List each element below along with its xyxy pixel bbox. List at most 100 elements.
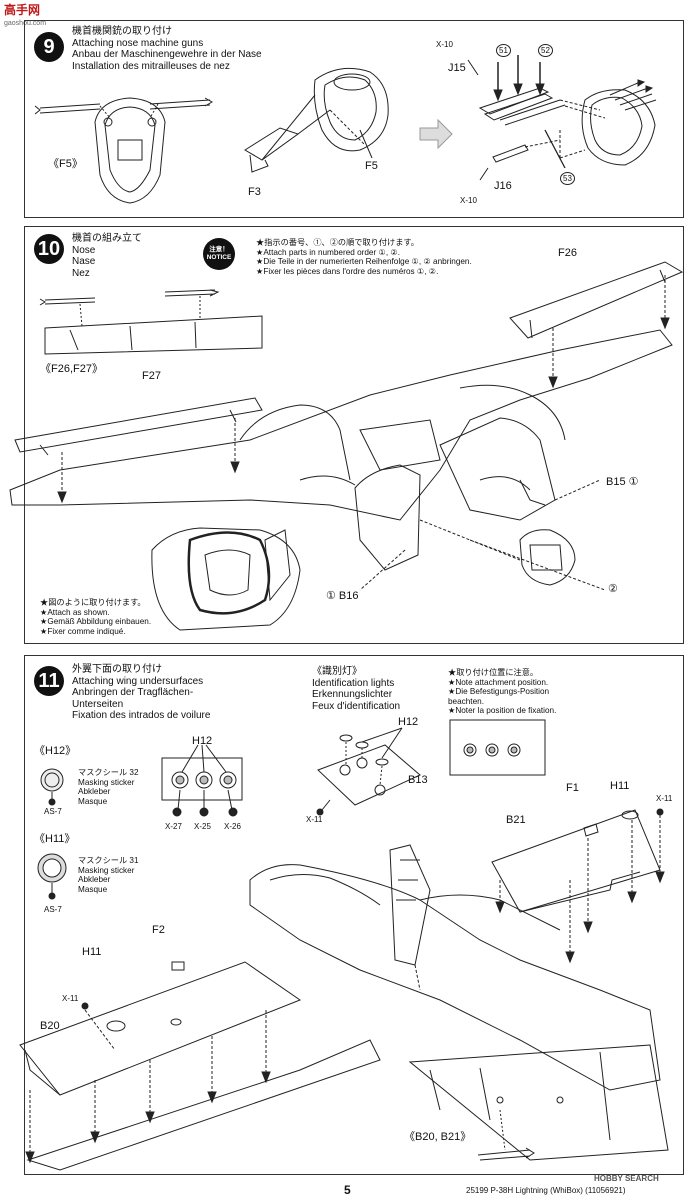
b20-wing-drawing xyxy=(19,961,381,1171)
step-10-panel xyxy=(24,226,684,644)
label-part-51: 51 xyxy=(496,44,511,57)
step-11-note-de: ★Die Befestigungs-Position xyxy=(448,687,550,697)
label-part-53: 53 xyxy=(560,172,575,185)
label-h11-b: H11 xyxy=(82,946,102,958)
step-9-title-en: Attaching nose machine guns xyxy=(72,37,204,49)
mask-31-jp: マスクシール 31 xyxy=(78,856,139,865)
label-f5: F5 xyxy=(365,160,378,172)
label-part-52: 52 xyxy=(538,44,553,57)
step-10-note-de: ★Die Teile in der numerierten Reihenfolg… xyxy=(256,257,472,267)
label-x25: X-25 xyxy=(194,822,211,831)
step-9-panel xyxy=(24,20,684,218)
step-10-note-jp: ★指示の番号、①、②の順で取り付けます。 xyxy=(256,238,419,247)
label-j15: J15 xyxy=(448,62,466,74)
f26-f27-detail-drawing xyxy=(39,289,263,355)
j15-gun-assembly-drawing xyxy=(467,55,657,181)
mask-32-fr: Masque xyxy=(78,796,108,806)
label-x10-top: X-10 xyxy=(436,40,453,49)
label-f1: F1 xyxy=(566,782,579,794)
hobby-search-logo: HOBBY SEARCH xyxy=(594,1174,659,1183)
attach-note-de: ★Gemäß Abbildung einbauen. xyxy=(40,617,152,627)
label-f27: F27 xyxy=(142,370,161,382)
mask-32-text: マスクシール 32 Masking sticker Abkleber Masqu… xyxy=(78,768,139,806)
notice-badge-jp: 注意！ xyxy=(209,246,229,253)
watermark-text: 高手网 xyxy=(4,3,41,17)
step-10-title: 機首の組み立て Nose Nase Nez xyxy=(72,233,142,279)
label-h11-a: H11 xyxy=(610,780,630,792)
step-9-title-fr: Installation des mitrailleuses de nez xyxy=(72,60,230,72)
mask-32-en: Masking sticker xyxy=(78,777,135,787)
attach-note-en: ★Attach as shown. xyxy=(40,607,110,617)
step-10-attach-notes: ★図のように取り付けます。 ★Attach as shown. ★Gemäß A… xyxy=(40,598,151,636)
product-code: 25199 P-38H Lightning (WhiBox) (11056921… xyxy=(466,1186,626,1195)
step-9-number: 9 xyxy=(34,32,64,62)
label-h12-lights: H12 xyxy=(398,716,419,728)
label-f26: F26 xyxy=(558,247,577,259)
page-number: 5 xyxy=(344,1183,351,1197)
label-b21: B21 xyxy=(506,814,526,826)
step-10-note-fr: ★Fixer les pièces dans l'ordre des numér… xyxy=(256,266,439,276)
step-11-number: 11 xyxy=(34,666,64,696)
f3-part-drawing xyxy=(244,94,331,173)
mask-32-de: Abkleber xyxy=(78,787,111,797)
label-x11-c: X-11 xyxy=(62,994,79,1003)
label-b13: B13 xyxy=(408,774,428,786)
mask-31-fr: Masque xyxy=(78,884,108,894)
step-9-title-de: Anbau der Maschinengewehre in der Nase xyxy=(72,49,262,60)
step-10-notes: ★指示の番号、①、②の順で取り付けます。 ★Attach parts in nu… xyxy=(256,238,472,276)
watermark-logo: 高手网 gaoshou.com xyxy=(4,4,46,30)
watermark-subtext: gaoshou.com xyxy=(4,20,47,27)
airframe-top-view-drawing xyxy=(9,261,684,631)
notice-badge-en: NOTICE xyxy=(206,254,232,261)
step-11-panel xyxy=(24,655,684,1175)
step-11-title-fr: Fixation des intrados de voilure xyxy=(72,710,211,721)
step-11-note-jp: ★取り付け位置に注意。 xyxy=(448,668,539,677)
step-10-number: 10 xyxy=(34,234,64,264)
step-11-title-jp: 外翼下面の取り付け xyxy=(72,664,162,675)
mask-31-en: Masking sticker xyxy=(78,865,135,875)
lights-title-de: Erkennungslichter xyxy=(312,689,393,700)
f5-gun-bay-drawing xyxy=(34,97,214,204)
label-f3: F3 xyxy=(248,186,261,198)
b21-wing-drawing xyxy=(491,808,665,964)
label-as7-b: AS-7 xyxy=(44,905,62,914)
label-j16: J16 xyxy=(494,180,512,192)
lights-title-jp: 《識別灯》 xyxy=(312,666,362,677)
note-panel-drawing xyxy=(449,719,546,776)
label-b20: B20 xyxy=(40,1020,60,1032)
label-x11-a: X-11 xyxy=(306,815,323,824)
step-10-title-jp: 機首の組み立て xyxy=(72,233,142,244)
h12-panel-drawing xyxy=(161,744,243,817)
step-10-title-fr: Nez xyxy=(72,267,90,279)
label-step-2: ② xyxy=(608,583,618,595)
h12-lens-icon xyxy=(40,768,64,806)
label-f26-f27-group: 《F26,F27》 xyxy=(40,363,103,375)
step-11-title: 外翼下面の取り付け Attaching wing undersurfaces A… xyxy=(72,664,210,722)
attach-note-jp: ★図のように取り付けます。 xyxy=(40,598,146,607)
lights-title-en: Identification lights xyxy=(312,677,395,689)
step-11-title-de2: Unterseiten xyxy=(72,698,124,710)
label-b16: ① B16 xyxy=(326,590,359,602)
step-9-title-jp: 機首機関銃の取り付け xyxy=(72,26,172,37)
step-10-title-en: Nose xyxy=(72,244,96,256)
f5-nose-cone-drawing xyxy=(313,67,389,159)
step-9-flow-arrow xyxy=(419,118,453,150)
lights-title-fr: Feux d'identification xyxy=(312,700,401,712)
step-10-title-de: Nase xyxy=(72,256,96,267)
label-x27: X-27 xyxy=(165,822,182,831)
aircraft-underside-drawing xyxy=(249,844,661,1091)
identification-lights-title: 《識別灯》 Identification lights Erkennungsli… xyxy=(312,666,400,712)
attach-note-fr: ★Fixer comme indiqué. xyxy=(40,626,126,636)
step-11-note-de2: beachten. xyxy=(448,696,484,706)
notice-badge: 注意！ NOTICE xyxy=(203,238,235,270)
h11-lens-icon xyxy=(37,853,67,900)
label-x26: X-26 xyxy=(224,822,241,831)
step-10-note-en: ★Attach parts in numbered order ①, ②. xyxy=(256,247,400,257)
label-f5-group: 《F5》 xyxy=(48,158,83,170)
step-11-title-en: Attaching wing undersurfaces xyxy=(72,675,204,687)
step-9-title: 機首機関銃の取り付け Attaching nose machine guns A… xyxy=(72,26,262,72)
step-11-title-de: Anbringen der Tragflächen- xyxy=(72,687,194,698)
step-11-notes: ★取り付け位置に注意。 ★Note attachment position. ★… xyxy=(448,668,556,716)
